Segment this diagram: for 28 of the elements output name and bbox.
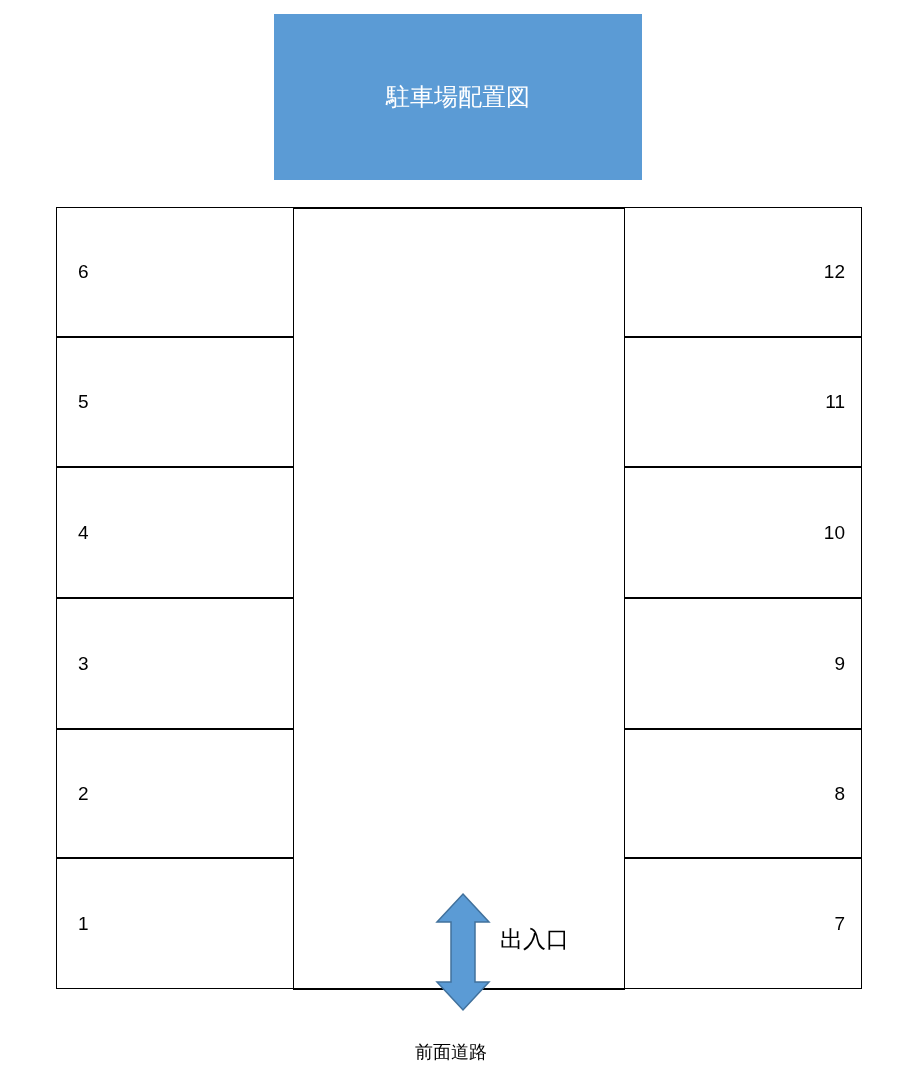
road-label: 前面道路 bbox=[415, 1041, 487, 1064]
space-number: 2 bbox=[78, 782, 89, 805]
parking-space bbox=[624, 337, 862, 467]
entrance-label: 出入口 bbox=[500, 925, 569, 954]
parking-space bbox=[624, 467, 862, 598]
parking-space bbox=[624, 729, 862, 858]
space-number: 3 bbox=[78, 652, 89, 675]
space-number: 4 bbox=[78, 521, 89, 544]
space-number: 5 bbox=[78, 391, 89, 413]
space-number: 8 bbox=[834, 782, 845, 805]
parking-space bbox=[56, 729, 294, 858]
parking-space bbox=[624, 207, 862, 337]
space-number: 9 bbox=[834, 652, 845, 675]
space-number: 7 bbox=[834, 912, 845, 935]
title-box: 駐車場配置図 bbox=[274, 14, 642, 180]
parking-space bbox=[56, 337, 294, 467]
space-number: 10 bbox=[823, 521, 845, 544]
space-number: 6 bbox=[78, 261, 89, 283]
space-number: 12 bbox=[823, 261, 845, 283]
parking-space bbox=[624, 598, 862, 729]
aisle-box bbox=[293, 207, 625, 990]
parking-space bbox=[56, 598, 294, 729]
parking-space bbox=[56, 207, 294, 337]
parking-space bbox=[56, 467, 294, 598]
space-number: 11 bbox=[825, 391, 845, 413]
parking-space bbox=[56, 858, 294, 989]
space-number: 1 bbox=[78, 912, 89, 935]
parking-space bbox=[624, 858, 862, 989]
